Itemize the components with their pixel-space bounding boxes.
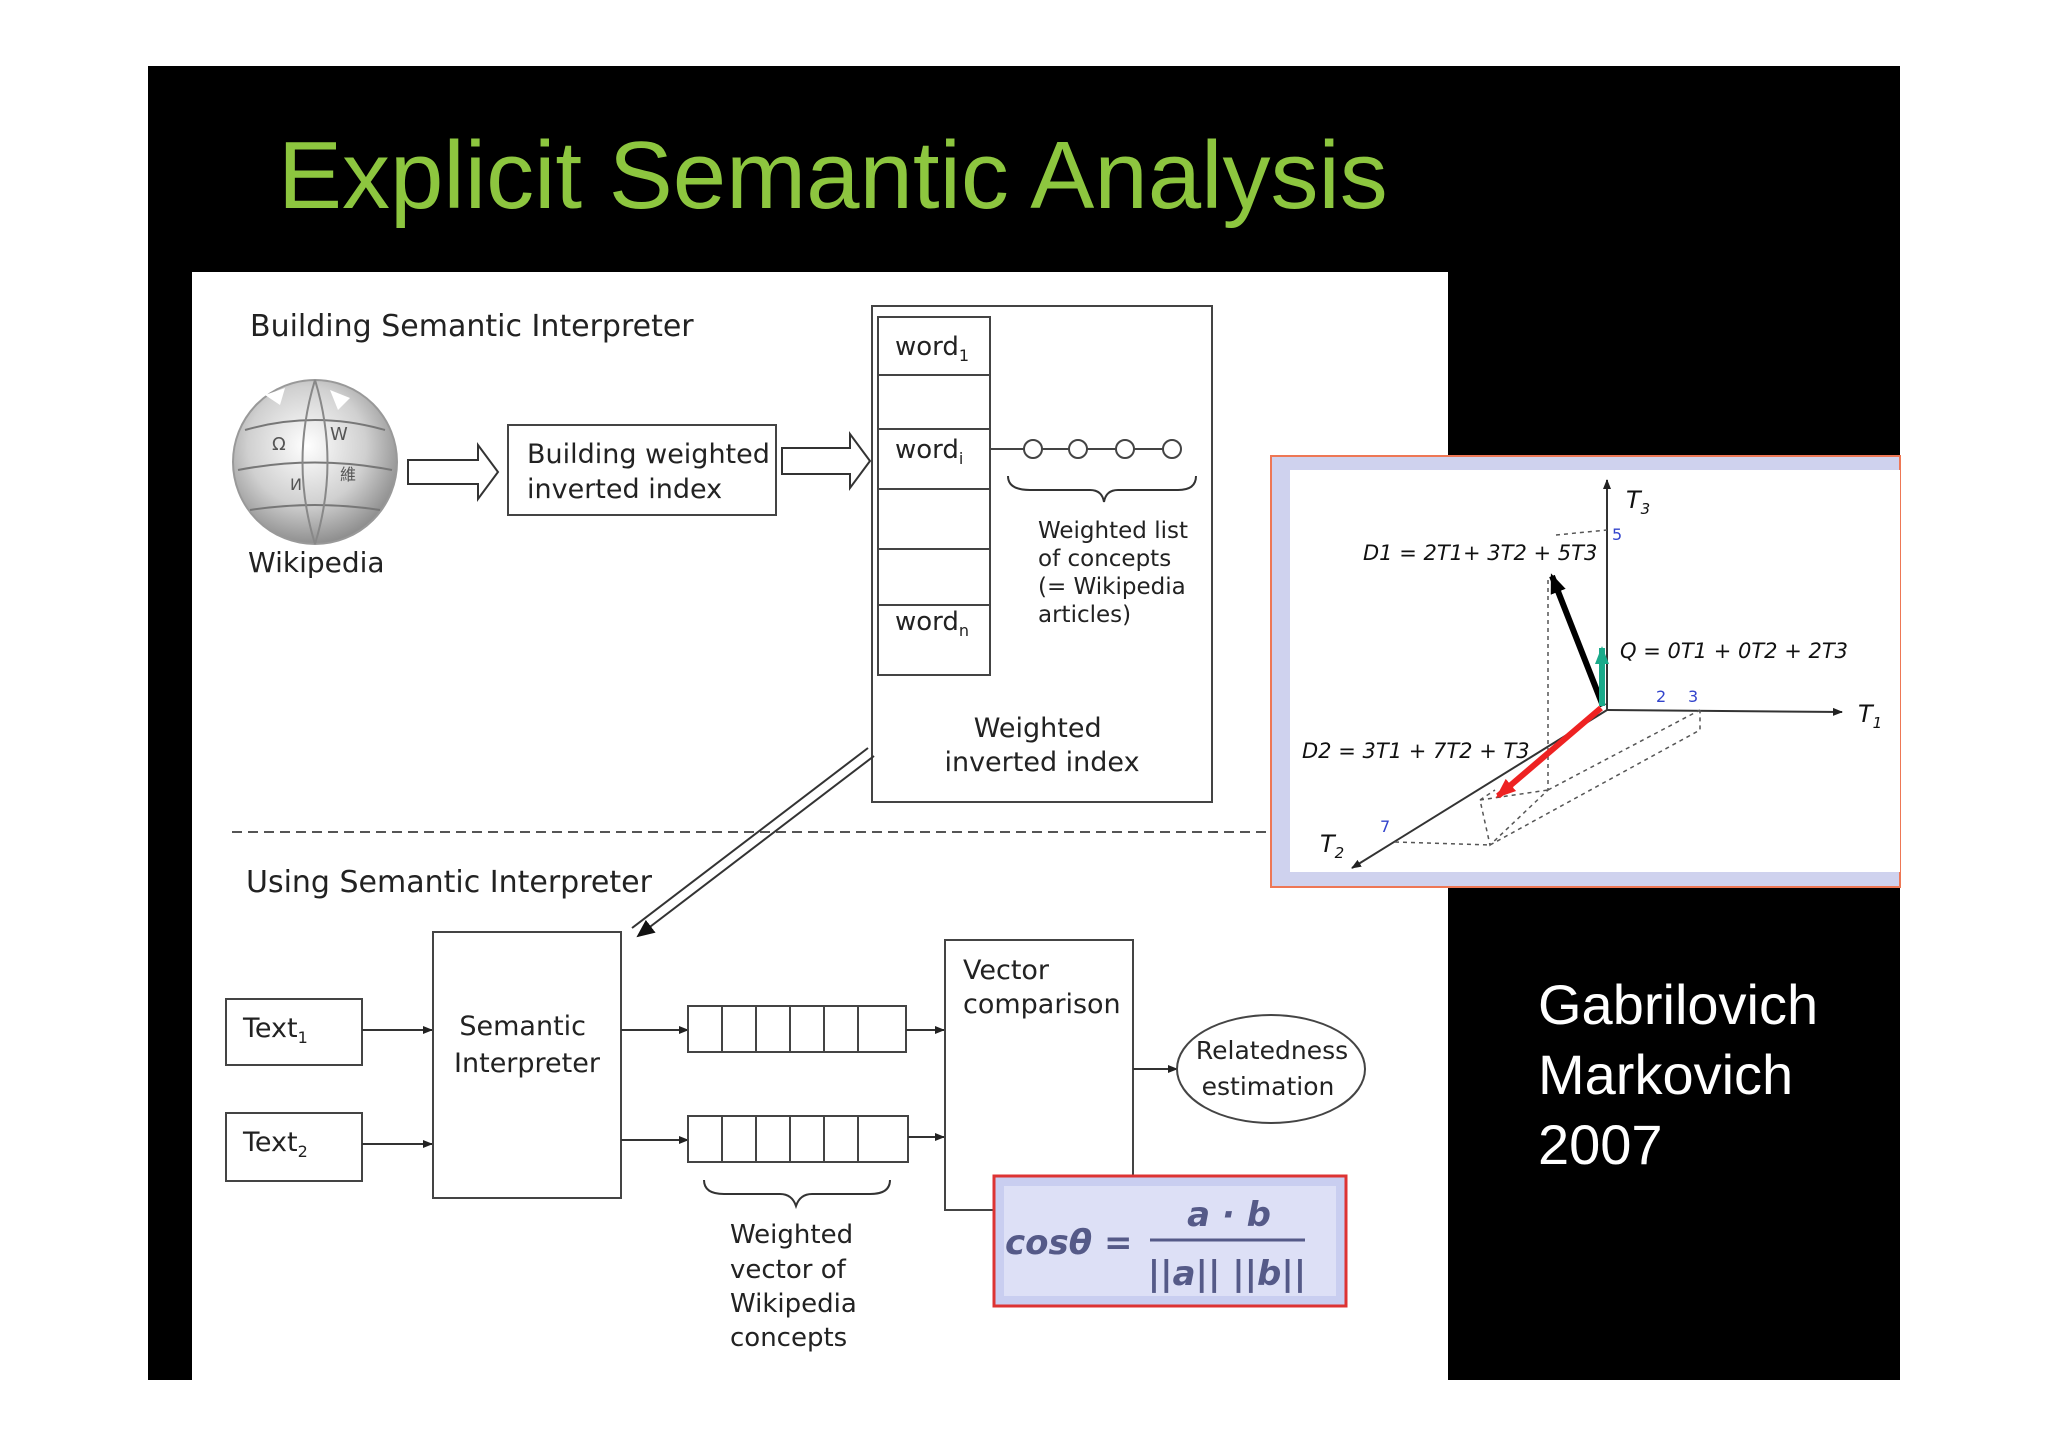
text2-label: Text2 [242,1127,308,1161]
d1-vector [1549,573,1606,708]
using-heading: Using Semantic Interpreter [246,865,653,900]
building-heading: Building Semantic Interpreter [250,309,694,344]
interpreter-label-1: Semantic [459,1011,586,1042]
svg-text:Weighted list of concepts: Weighted list of concepts (= Wikipedia a… [1038,518,1195,628]
vector-row-2 [687,1115,909,1163]
wikipedia-label: Wikipedia [248,546,385,579]
index-caption-1: Weighted [974,713,1102,744]
hollow-arrow-icon [407,441,500,503]
text1-label: Text1 [242,1013,308,1047]
tick-7: 7 [1380,817,1390,836]
relatedness-ellipse [1176,1014,1366,1124]
concepts-note-1: Weighted list [1038,518,1188,544]
svg-text:Relatedness estimation: Relatedness estimation [1196,1036,1356,1101]
slide-title: Explicit Semantic Analysis [278,122,1388,229]
svg-text:W: W [330,424,348,445]
vector-caption-4: concepts [730,1323,847,1353]
axis-t1 [1606,707,1843,716]
tick-5: 5 [1612,525,1622,544]
text1-box [225,998,363,1066]
text2-box [225,1112,363,1182]
vector-brace [703,1179,891,1210]
svg-text:Semantic Interpreter: Semantic Interpreter [454,1011,601,1079]
relatedness-label-1: Relatedness [1196,1036,1348,1065]
d1-equation: D1 = 2T1+ 3T2 + 5T3 [1363,541,1597,565]
svg-text:И: И [290,475,302,494]
svg-text:Building weighted inverted: Building weighted inverted index [527,439,779,505]
hollow-arrow-icon [781,430,872,492]
vector-space-inset: T3 T1 T2 5 2 3 7 D1 = 2T1+ 3T2 + 5T3 Q =… [1270,455,1901,888]
vector-comparison-box [944,939,1134,1211]
svg-text:維: 維 [340,465,356,484]
cosine-denominator: ||a|| ||b|| [1148,1254,1306,1294]
interpreter-label-2: Interpreter [454,1048,601,1079]
svg-text:Vector comparison: Vector comparison [963,955,1121,1020]
build-index-label-2: inverted index [527,474,722,505]
comparison-label-2: comparison [963,989,1121,1020]
svg-text:Weighted inverted index: Weighted inverted index [944,713,1139,778]
index-word-n: wordn [895,607,969,640]
d2-vector [1495,705,1603,799]
index-caption-2: inverted index [944,747,1139,778]
concept-brace [1007,475,1197,503]
index-word-1: word1 [895,332,969,365]
authors-block: Gabrilovich Markovich 2007 [1538,970,1818,1180]
vector-row-1 [687,1005,907,1053]
q-equation: Q = 0T1 + 0T2 + 2T3 [1620,639,1848,663]
comparison-label-1: Vector [963,955,1050,986]
publication-year: 2007 [1538,1113,1663,1176]
author-name-2: Markovich [1538,1043,1794,1106]
cosine-lhs: cosθ = [1005,1223,1132,1263]
relatedness-label-2: estimation [1202,1072,1335,1101]
concepts-note-3: (= Wikipedia [1038,574,1186,600]
build-index-box [507,424,777,516]
tick-2: 2 [1656,687,1666,706]
word-cells [877,316,991,676]
semantic-interpreter-box [432,931,622,1199]
build-index-label-1: Building weighted [527,439,770,470]
vector-caption-1: Weighted [730,1220,853,1250]
index-to-interpreter-arrow [631,747,875,938]
concept-chain [990,439,1182,459]
svg-text:Weighted vector of Wik: Weighted vector of Wikipedia concepts [730,1220,865,1353]
concepts-note-4: articles) [1038,602,1131,628]
axis-t3-label: T3 [1626,486,1650,518]
vector-caption-3: Wikipedia [730,1289,857,1319]
cosine-numerator: a · b [1187,1195,1271,1235]
vector-caption-2: vector of [730,1255,847,1285]
author-name-1: Gabrilovich [1538,973,1819,1036]
concepts-note-2: of concepts [1038,546,1171,572]
svg-text:Ω: Ω [272,434,286,455]
wikipedia-globe-icon: Ω W И 維 [232,379,398,545]
tick-3: 3 [1688,687,1698,706]
index-word-i: wordi [895,435,963,468]
d2-equation: D2 = 3T1 + 7T2 + T3 [1302,739,1530,763]
